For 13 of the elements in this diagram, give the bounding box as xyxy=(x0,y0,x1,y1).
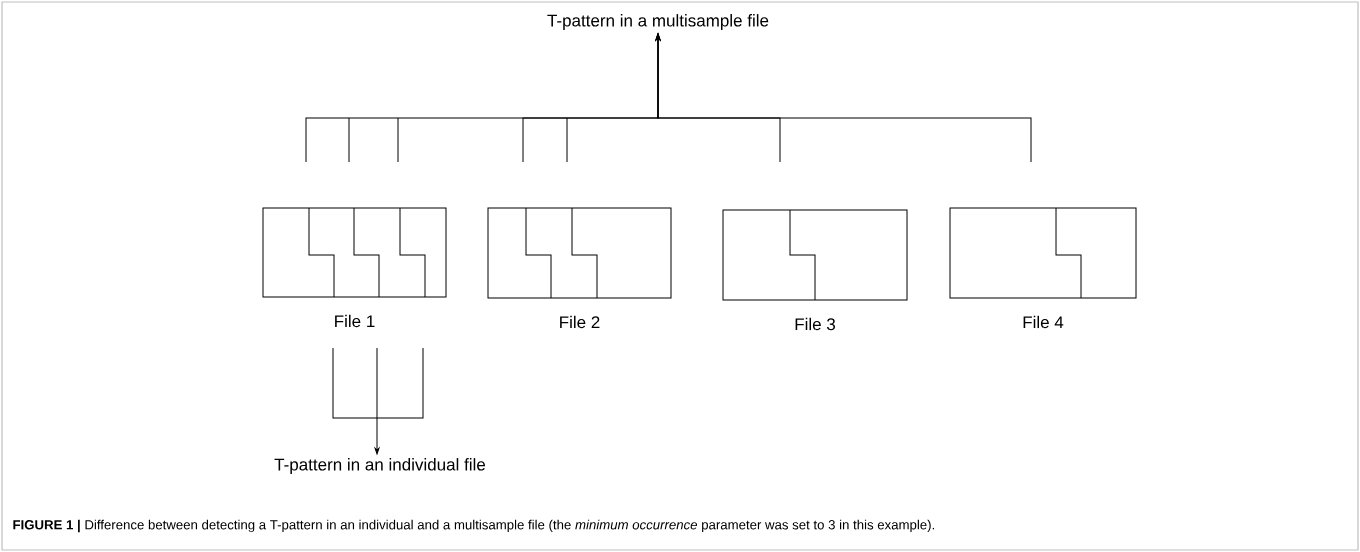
file-box xyxy=(262,207,447,298)
file-label: File 1 xyxy=(335,314,375,328)
file-box xyxy=(487,207,672,299)
pattern-label: T-pattern in an individual file xyxy=(274,458,486,474)
caption: FIGURE 1 | Difference between detecting a T-pattern in an individual and a multisample file (the minimum occurrence parameter was set to 3 in this example). xyxy=(13,519,934,533)
pattern-label: T-pattern in a multisample file xyxy=(547,14,769,30)
file-box xyxy=(949,207,1137,299)
arrow xyxy=(374,347,380,455)
file-label: File 3 xyxy=(795,317,835,331)
file-box xyxy=(722,209,908,301)
bracket-arrow xyxy=(655,33,1032,163)
file-label: File 4 xyxy=(1023,315,1064,329)
file-label: File 2 xyxy=(560,315,600,329)
